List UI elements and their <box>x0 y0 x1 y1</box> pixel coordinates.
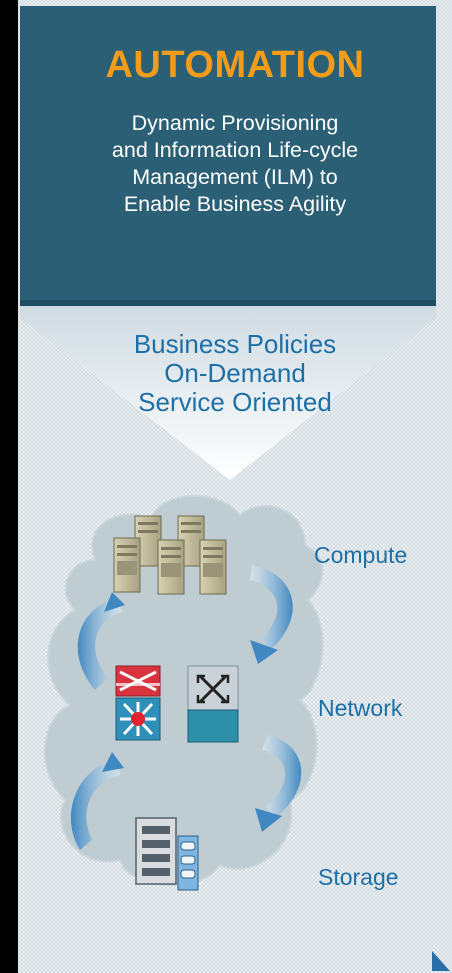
policy-line: Business Policies <box>133 329 337 359</box>
disk-icon <box>177 835 199 891</box>
banner-subtitle: Dynamic Provisioning and Information Lif… <box>18 110 452 218</box>
policy-line: Service Oriented <box>138 387 332 417</box>
banner-title: AUTOMATION <box>105 44 365 86</box>
server-icon <box>199 539 227 595</box>
multilayer-switch-icon <box>115 697 161 741</box>
server-icon <box>157 539 185 595</box>
cycle-arrow-icon <box>77 592 125 690</box>
cycle-arrow-icon <box>255 735 302 832</box>
subtitle-line: Management (ILM) to <box>132 165 338 189</box>
storage-array-icon <box>135 817 177 885</box>
banner-box <box>20 6 436 306</box>
funnel-arrow <box>20 306 436 480</box>
cycle-arrow-icon <box>250 565 293 664</box>
subtitle-line: Dynamic Provisioning <box>131 111 339 135</box>
subtitle-line: Enable Business Agility <box>123 192 347 216</box>
subtitle-line: and Information Life-cycle <box>111 138 359 162</box>
label-compute: Compute <box>314 542 408 568</box>
firewall-icon <box>115 665 161 697</box>
policy-line: On-Demand <box>164 358 306 388</box>
switch-icon <box>187 665 239 743</box>
cycle-arrow-icon <box>70 752 124 850</box>
label-storage: Storage <box>318 864 399 890</box>
play-icon[interactable] <box>428 949 452 973</box>
server-icon <box>113 537 141 593</box>
policy-text: Business Policies On-Demand Service Orie… <box>18 330 452 417</box>
label-network: Network <box>318 695 403 721</box>
